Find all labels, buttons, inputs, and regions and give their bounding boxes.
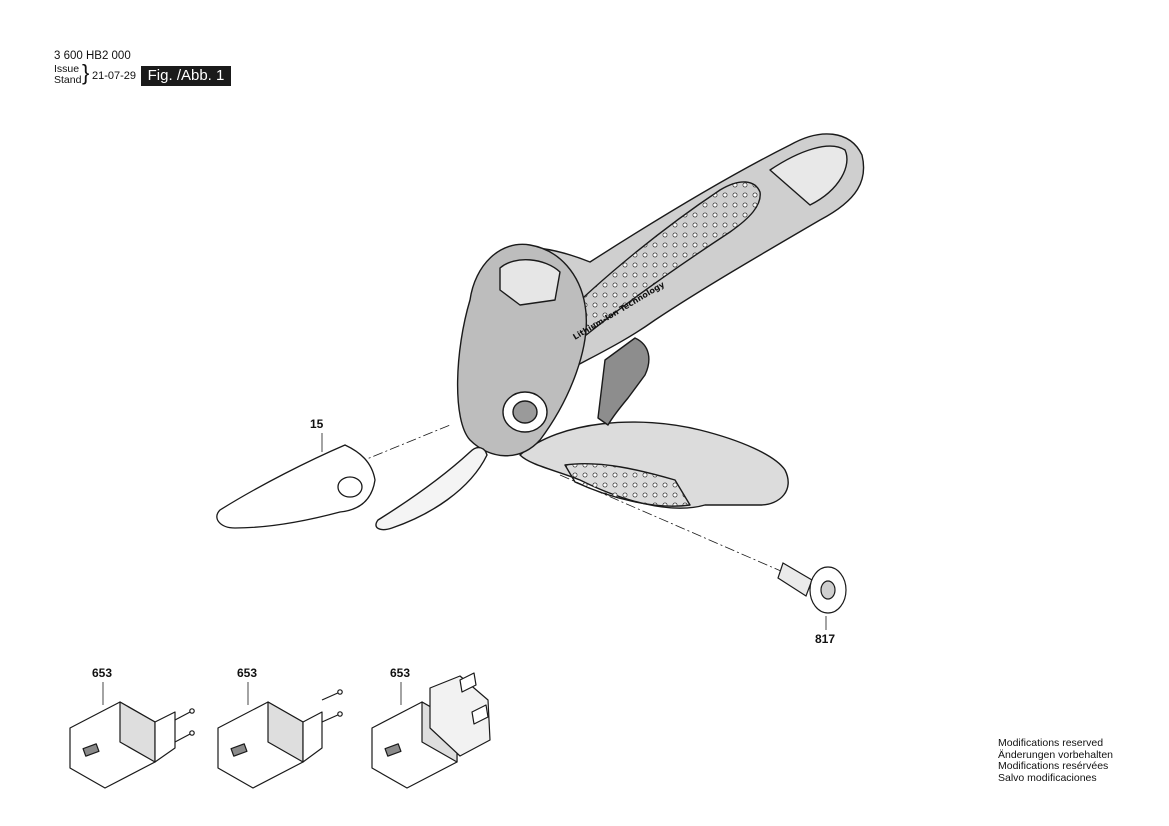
callout-blade: 15 xyxy=(310,417,324,431)
figure-label: Fig. /Abb. 1 xyxy=(141,66,231,86)
callout-charger-eu-2: 653 xyxy=(237,666,258,680)
fixed-blade xyxy=(375,446,488,531)
modifications-line-de: Änderungen vorbehalten xyxy=(998,748,1114,761)
battery-cap xyxy=(769,145,848,206)
callout-charger-uk: 653 xyxy=(390,666,411,680)
cutting-blade-part xyxy=(216,444,376,529)
upper-handle xyxy=(494,133,865,411)
callout-leaders xyxy=(102,433,827,705)
lower-grip xyxy=(564,462,691,507)
pivot-screw-part xyxy=(777,562,847,614)
spring-coil xyxy=(597,337,650,426)
pruner-body xyxy=(375,133,865,531)
callout-pivot-screw: 817 xyxy=(815,632,836,646)
charger-eu-2-part xyxy=(217,689,343,789)
issue-date: 21-07-29 xyxy=(92,70,137,82)
upper-grip xyxy=(559,181,761,341)
modifications-line-fr: Modifications resérvées xyxy=(998,760,1109,773)
modifications-line-es: Salvo modificaciones xyxy=(998,771,1097,784)
callout-charger-eu-1: 653 xyxy=(92,666,113,680)
issue-stand-label: Issue Stand xyxy=(54,64,81,86)
charger-uk-part xyxy=(371,672,491,789)
document-number: 3 600 HB2 000 xyxy=(54,50,131,62)
brace-glyph: } xyxy=(82,60,90,85)
modifications-line-en: Modifications reserved xyxy=(998,737,1104,749)
head-latch xyxy=(499,259,561,306)
modifications-note: Modifications reserved Änderungen vorbeh… xyxy=(998,737,1114,784)
charger-eu-1-part xyxy=(69,701,195,789)
stand-label: Stand xyxy=(54,74,82,86)
issue-label: Issue xyxy=(54,63,80,75)
